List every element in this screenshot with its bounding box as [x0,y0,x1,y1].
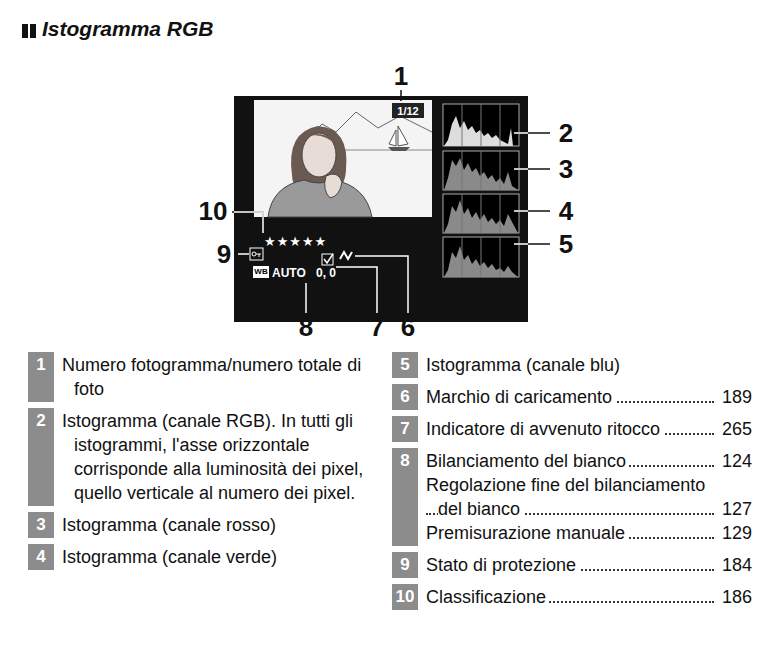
item-entry: Istogramma (canale rosso) [62,513,382,537]
item-description-cell: Classificazione 186 [418,584,752,610]
leader-lines [232,90,550,313]
table-row: 7 Indicatore di avvenuto ritocco 265 [392,416,752,442]
item-description: Classificazione [426,587,549,607]
table-row: 10 Classificazione 186 [392,584,752,610]
item-entry: Premisurazione manuale 129 [426,521,752,545]
wb-icon-text: WB [254,268,267,276]
callout-number: 4 [559,198,573,224]
table-row: 5 Istogramma (canale blu) [392,352,752,378]
item-number-cell: 4 [28,544,54,570]
item-entry: Istogramma (canale RGB). In tutti gli is… [62,409,382,505]
callout-number: 3 [559,156,573,182]
item-description-cell: Istogramma (canale blu) [418,352,752,378]
item-number: 7 [400,419,409,438]
item-number: 2 [36,411,45,430]
wb-value: AUTO [272,267,306,279]
item-description-cell: Stato di protezione 184 [418,552,752,578]
item-description: Premisurazione manuale [426,523,628,543]
callout-number: 7 [370,314,384,340]
item-description: Stato di protezione [426,555,579,575]
wb-icon [253,266,269,278]
item-number: 6 [400,387,409,406]
table-row: 1 Numero fotogramma/numero totale di foto [28,352,382,402]
item-description: Marchio di caricamento [426,387,615,407]
table-row: 2 Istogramma (canale RGB). In tutti gli i… [28,408,382,506]
item-entry: Regolazione fine del bilanciamento del b… [426,473,752,521]
item-entry: Classificazione 186 [426,585,752,609]
item-number-cell: 7 [392,416,418,442]
item-number: 9 [400,555,409,574]
histograms [443,104,519,277]
item-number-cell: 10 [392,584,418,610]
item-number: 3 [36,515,45,534]
item-description: Istogramma (canale verde) [62,547,280,567]
item-number-cell: 9 [392,552,418,578]
item-number: 8 [400,451,409,470]
table-row: 8 Bilanciamento del bianco 124Regolazione … [392,448,752,546]
item-description-cell: Numero fotogramma/numero totale di foto [54,352,382,402]
item-description: Numero fotogramma/numero totale di foto [62,355,361,399]
page-reference: 186 [719,585,752,609]
item-number-cell: 3 [28,512,54,538]
item-description: Bilanciamento del bianco [426,451,629,471]
item-entry: Istogramma (canale blu) [426,353,752,377]
callout-number: 2 [559,120,573,146]
item-description-cell: Istogramma (canale verde) [54,544,382,570]
page-reference: 124 [719,449,752,473]
item-entry: Indicatore di avvenuto ritocco 265 [426,417,752,441]
table-row: 3 Istogramma (canale rosso) [28,512,382,538]
item-number-cell: 1 [28,352,54,402]
table-column: 5 Istogramma (canale blu) 6 Marchio di cari… [392,352,752,610]
photo [254,100,432,217]
callout-number: 10 [199,198,228,224]
title-marker [30,24,36,38]
item-description-cell: Istogramma (canale rosso) [54,512,382,538]
screen [234,96,528,322]
item-entry: Marchio di caricamento 189 [426,385,752,409]
item-number-cell: 5 [392,352,418,378]
retouch-icon [322,254,333,265]
callout-number: 6 [401,314,415,340]
item-entry: Stato di protezione 184 [426,553,752,577]
rating-stars: ★★★★★ [264,235,327,248]
wb-fine-tune: 0, 0 [316,267,336,279]
item-entry: Istogramma (canale verde) [62,545,382,569]
title-marker [22,24,28,38]
callout-number: 1 [394,63,408,89]
item-entry: Bilanciamento del bianco 124 [426,449,752,473]
item-description: Istogramma (canale RGB). In tutti gli is… [62,411,363,503]
item-description-cell: Istogramma (canale RGB). In tutti gli is… [54,408,382,506]
item-number: 10 [396,587,415,606]
page-reference: 265 [719,417,752,441]
page-reference: 129 [719,521,752,545]
item-number: 5 [400,355,409,374]
item-number: 1 [36,355,45,374]
item-number-cell: 8 [392,448,418,546]
upload-icon [340,252,352,259]
page-title: Istogramma RGB [42,17,214,41]
page-reference: 189 [719,385,752,409]
callout-number: 5 [559,231,573,257]
table-row: 6 Marchio di caricamento 189 [392,384,752,410]
item-description-cell: Marchio di caricamento 189 [418,384,752,410]
item-description: Istogramma (canale blu) [426,355,623,375]
item-description: Indicatore di avvenuto ritocco [426,419,663,439]
item-number: 4 [36,547,45,566]
frame-counter: 1/12 [397,106,418,117]
item-entry: Numero fotogramma/numero totale di foto [62,353,382,401]
item-description-cell: Bilanciamento del bianco 124Regolazione f… [418,448,752,546]
callout-number: 8 [299,314,313,340]
table-row: 4 Istogramma (canale verde) [28,544,382,570]
item-number-cell: 2 [28,408,54,506]
callout-number: 9 [217,241,231,267]
page-reference: 127 [719,497,752,521]
page-reference: 184 [719,553,752,577]
item-description-cell: Indicatore di avvenuto ritocco 265 [418,416,752,442]
item-description: Istogramma (canale rosso) [62,515,279,535]
item-number-cell: 6 [392,384,418,410]
protect-icon [250,248,263,260]
table-column: 1 Numero fotogramma/numero totale di foto… [28,352,382,570]
table-row: 9 Stato di protezione 184 [392,552,752,578]
